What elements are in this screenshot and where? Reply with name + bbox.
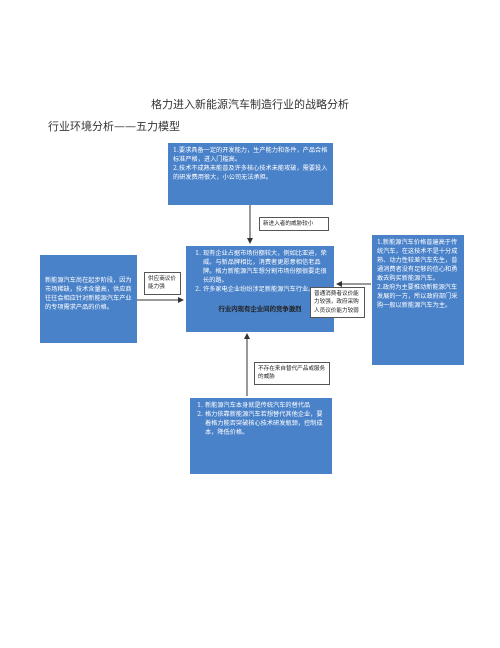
rivalry-item-2: 许多家电企业纷纷涉足新能源汽车行业。 xyxy=(203,286,329,295)
buyers-label: 普通消费者议价能力较强，政府采购人员议价能力较弱 xyxy=(310,287,365,319)
substitute-item-2: 格力依靠新能源汽车若想替代其他企业，要着格力能否突破核心技术研发瓶颈，控制成本，… xyxy=(205,411,327,438)
new-entrants-item-1: 1.要求具备一定的开发能力，生产能力和条件，产品合格标准严格，进入门槛高。 xyxy=(173,147,328,163)
buyer-box: 1.新能源汽车价格普遍高于传统汽车，在这技术不是十分成熟、动力性较差汽车先生，普… xyxy=(372,235,464,365)
new-entrants-item-2: 2.技术不成熟未能普及许多核心技术未能攻破，需要投入的研发费用很大，小公司无法承… xyxy=(173,164,328,181)
rivalry-box: 现有企业占据市场份额较大，例如比亚迪，荣威。与新品牌相比，消费者更愿意相信老品牌… xyxy=(186,246,334,332)
rivalry-caption: 行业内现有企业间的竞争激烈 xyxy=(218,305,302,313)
section-subtitle: 行业环境分析——五力模型 xyxy=(48,120,180,133)
supplier-box: 新能源汽车尚在起步阶段，因为市场稀缺，技术含量高，供应商往往会相应针对新能源汽车… xyxy=(40,255,137,343)
buyer-item-1: 1.新能源汽车价格普遍高于传统汽车，在这技术不是十分成熟、动力性较差汽车先生，普… xyxy=(377,239,458,282)
new-entrants-box: 1.要求具备一定的开发能力，生产能力和条件，产品合格标准严格，进入门槛高。 2.… xyxy=(168,143,333,205)
entrants-label: 新进入者的威胁较小 xyxy=(259,217,329,232)
supplier-text: 新能源汽车尚在起步阶段，因为市场稀缺，技术含量高，供应商往往会相应针对新能源汽车… xyxy=(45,277,132,311)
substitutes-label: 不存在来自替代产品或服务的威胁 xyxy=(254,362,330,385)
buyer-item-2: 2.政府为主要推动新能源汽车发展的一方，所以政府部门采购一般以新能源汽车为主。 xyxy=(377,283,458,309)
substitute-item-1: 新能源汽车本身就是传统汽车的替代品 xyxy=(205,402,327,411)
page-title: 格力进入新能源汽车制造行业的战略分析 xyxy=(151,98,349,111)
rivalry-item-1: 现有企业占据市场份额较大，例如比亚迪，荣威。与新品牌相比，消费者更愿意相信老品牌… xyxy=(203,250,329,286)
substitute-box: 新能源汽车本身就是传统汽车的替代品 格力依靠新能源汽车若想替代其他企业，要着格力… xyxy=(190,398,332,474)
suppliers-label: 供应商议价能力强 xyxy=(144,272,181,295)
